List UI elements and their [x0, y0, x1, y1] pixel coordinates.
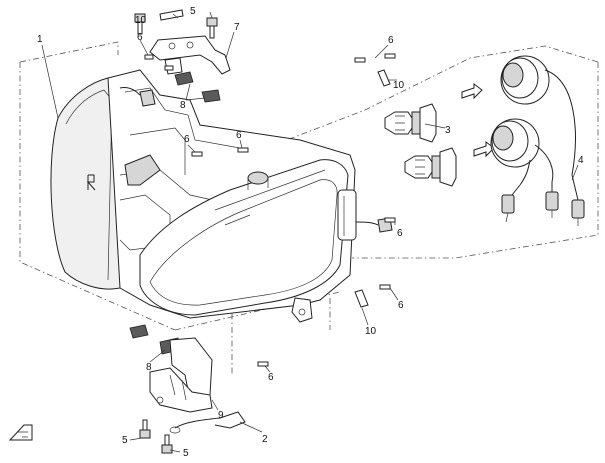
- callout-5-top: 5: [190, 6, 196, 17]
- clip-icon: [159, 9, 391, 308]
- callout-6-mid-left: 6: [184, 134, 190, 145]
- callout-7: 7: [234, 22, 240, 33]
- headlight-bulb-upper: [384, 103, 437, 143]
- bulb-socket-upper: [500, 55, 576, 176]
- callout-6-top-left: 6: [137, 32, 143, 43]
- wiring-harness: [501, 174, 585, 226]
- top-mounting-bracket: [149, 35, 231, 75]
- leader-lines: [41, 11, 579, 453]
- callout-10-bottom: 10: [365, 326, 377, 337]
- callout-3: 3: [445, 125, 451, 136]
- callout-8-top: 8: [180, 100, 186, 111]
- callout-6-bottom: 6: [268, 372, 274, 383]
- callout-2: 2: [262, 434, 268, 445]
- lower-mounting-bracket: [149, 337, 213, 413]
- callout-4: 4: [578, 155, 584, 166]
- orientation-arrow-icon: [461, 83, 495, 158]
- callout-1: 1: [37, 34, 43, 45]
- callout-10-right: 10: [393, 80, 405, 91]
- callout-6-mid: 6: [236, 130, 242, 141]
- screw-icon: [134, 13, 396, 454]
- front-direction-icon: [8, 424, 33, 441]
- headlight-housing: [50, 69, 393, 323]
- callout-9: 9: [218, 410, 224, 421]
- bulb-socket-lower: [490, 118, 554, 186]
- callout-8-bottom: 8: [146, 362, 152, 373]
- callout-5-bottom-left: 5: [122, 435, 128, 446]
- callout-labels: 1 2 3 4 5 5 5 6 6 6 6 6 6 6 7 8 8 9 10 1…: [37, 6, 584, 459]
- callout-6-lower-right: 6: [398, 300, 404, 311]
- assembly-boundary: [19, 41, 599, 375]
- callout-6-top-right: 6: [388, 35, 394, 46]
- callout-6-right: 6: [397, 228, 403, 239]
- callout-10-top: 10: [135, 15, 147, 26]
- tension-spring: [169, 411, 246, 434]
- callout-5-bottom-right: 5: [183, 448, 189, 459]
- headlight-bulb-lower: [404, 147, 457, 187]
